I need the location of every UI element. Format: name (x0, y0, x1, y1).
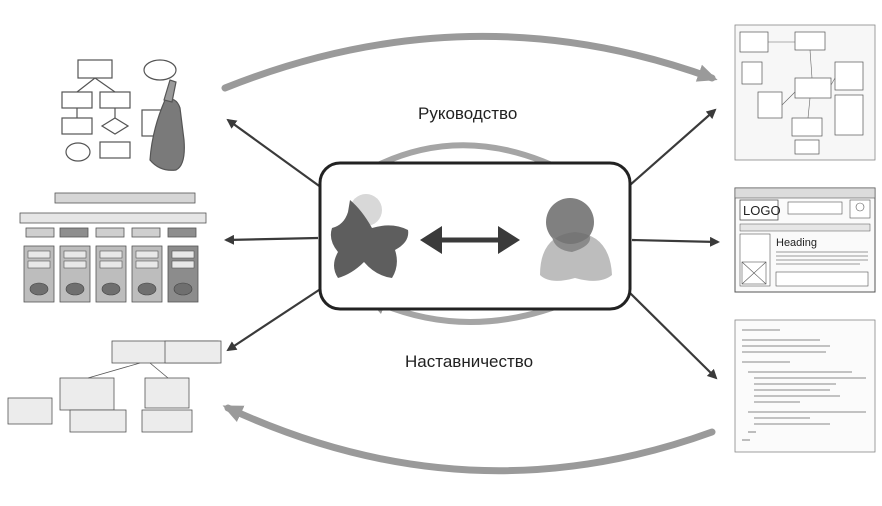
architecture-diagram-image (19, 192, 207, 303)
code-listing-image (734, 319, 876, 453)
wireframe-heading-text: Heading (776, 237, 817, 249)
uml-diagram-image (734, 24, 876, 161)
mentoring-label: Наставничество (405, 352, 534, 371)
outgoing-arrows (224, 108, 720, 380)
star-shape-icon (330, 200, 409, 278)
component-boxes-diagram-image (7, 340, 222, 433)
website-wireframe-image: LOGO Heading (734, 187, 876, 293)
flowchart-sketch-image (61, 59, 185, 171)
bottom-curved-arrow (222, 404, 716, 475)
top-curved-arrow (221, 32, 718, 92)
guidance-label: Руководство (418, 104, 518, 123)
person-icon (540, 198, 612, 281)
double-arrow-icon (420, 226, 520, 254)
wireframe-logo-text: LOGO (743, 203, 781, 218)
